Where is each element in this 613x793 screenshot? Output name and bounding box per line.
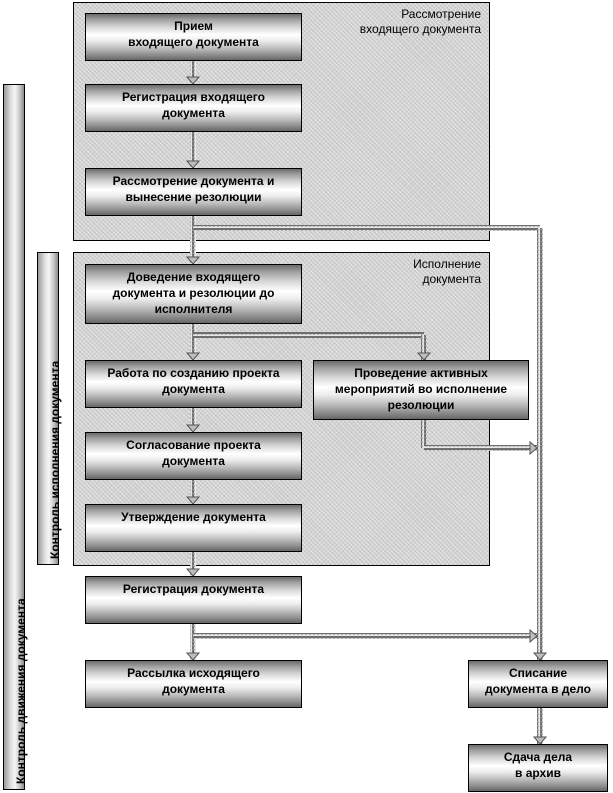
arrowhead (185, 652, 201, 661)
group-review-title: Рассмотрение входящего документа (359, 7, 481, 36)
step-register-incoming[interactable]: Регистрация входящего документа (85, 84, 302, 132)
connector-file-archive (537, 708, 543, 744)
arrowhead (416, 352, 432, 361)
step-approval-draft[interactable]: Согласование проекта документа (85, 432, 302, 480)
arrowhead (185, 160, 201, 169)
step-receive-incoming[interactable]: Прием входящего документа (85, 13, 302, 61)
connector-register-right (193, 633, 537, 639)
arrowhead (529, 628, 538, 644)
arrowhead (532, 652, 548, 661)
step-archive[interactable]: Сдача дела в архив (468, 744, 608, 792)
arrowhead (185, 352, 201, 361)
arrowhead (185, 424, 201, 433)
connector-review-deliver (190, 216, 196, 264)
arrowhead (532, 736, 548, 745)
connector-register-send (190, 624, 196, 660)
connector-receive-register (190, 61, 196, 84)
connector-active-right (424, 445, 537, 451)
control-bar-execution: Контроль исполнения документа (37, 252, 62, 565)
step-review-resolution[interactable]: Рассмотрение документа и вынесение резол… (85, 168, 302, 216)
connector-approve-register (190, 552, 196, 576)
connector-draft-approval (190, 408, 196, 432)
arrowhead (529, 440, 538, 456)
arrowhead (185, 76, 201, 85)
connector-register-review (190, 132, 196, 168)
connector-deliver-active-down (421, 335, 427, 360)
connector-deliver-draft (190, 324, 196, 360)
step-file-to-case[interactable]: Списание документа в дело (468, 660, 608, 708)
arrowhead (185, 496, 201, 505)
connector-approval-approve (190, 480, 196, 504)
step-active-measures[interactable]: Проведение активных мероприятий во испол… (313, 360, 529, 420)
step-deliver-to-executor[interactable]: Доведение входящего документа и резолюци… (85, 264, 302, 324)
connector-deliver-active (193, 332, 424, 338)
control-bar-movement: Контроль движения документа (3, 84, 28, 790)
step-send-outgoing[interactable]: Рассылка исходящего документа (85, 660, 302, 708)
arrowhead (185, 568, 201, 577)
connector-right-trunk (537, 228, 543, 660)
connector-review-right (193, 225, 540, 231)
connector-active-down (421, 420, 427, 448)
group-execution-title: Исполнение документа (413, 257, 481, 286)
step-register-document[interactable]: Регистрация документа (85, 576, 302, 624)
step-draft-work[interactable]: Работа по созданию проекта документа (85, 360, 302, 408)
step-approve-document[interactable]: Утверждение документа (85, 504, 302, 552)
arrowhead (185, 256, 201, 265)
